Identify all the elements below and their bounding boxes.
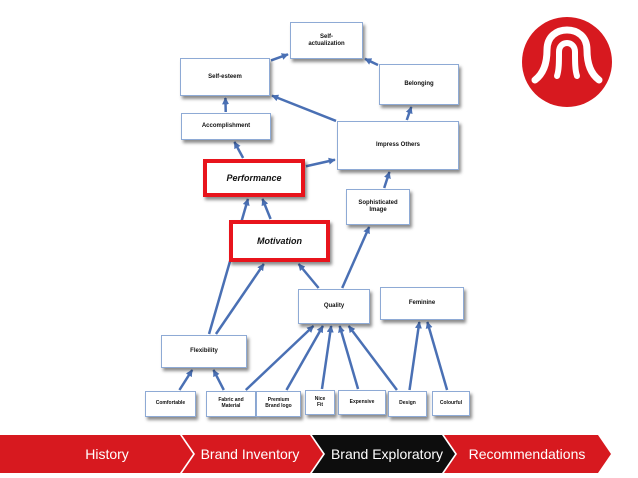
node-self-actualization: Self- actualization <box>290 22 363 59</box>
node-motivation-highlighted: Motivation <box>229 220 330 262</box>
node-quality: Quality <box>298 289 370 324</box>
edge-design-to-feminine <box>408 321 422 391</box>
node-sophisticated-image: Sophisticated Image <box>346 189 410 225</box>
lululemon-logo-icon <box>522 17 612 107</box>
edge-fabric-and-material-to-quality <box>244 325 315 391</box>
edge-flexibility-to-motivation <box>214 263 265 335</box>
edge-nice-fit-to-quality <box>320 325 334 390</box>
edge-sophisticated-image-to-impress-others <box>382 171 391 189</box>
nav-step-brand-exploratory[interactable]: Brand Exploratory <box>330 446 444 462</box>
node-feminine: Feminine <box>380 287 464 320</box>
edge-comfortable-to-flexibility <box>178 369 194 391</box>
edge-motivation-to-performance <box>261 198 272 220</box>
edge-performance-to-impress-others <box>305 157 336 168</box>
node-impress-others: Impress Others <box>337 121 459 170</box>
edge-premium-brand-logo-to-quality <box>285 325 324 391</box>
edge-colourful-to-feminine <box>425 321 449 391</box>
nav-step-recommendations[interactable]: Recommendations <box>468 446 586 462</box>
edge-belonging-to-self-actualization <box>364 57 379 67</box>
node-comfortable: Comfortable <box>145 391 196 417</box>
node-premium-brand-logo: Premium Brand logo <box>256 391 301 417</box>
node-accomplishment: Accomplishment <box>181 113 271 140</box>
node-self-esteem: Self-esteem <box>180 58 270 96</box>
edge-design-to-quality <box>347 325 398 391</box>
edge-impress-others-to-self-esteem <box>271 94 337 123</box>
edge-expensive-to-quality <box>338 325 360 390</box>
edge-quality-to-motivation <box>297 263 320 289</box>
node-performance-highlighted: Performance <box>203 159 305 197</box>
nav-step-brand-exploratory-shape[interactable] <box>312 435 455 473</box>
edge-quality-to-sophisticated-image <box>341 226 371 289</box>
node-colourful: Colourful <box>432 391 470 416</box>
nav-step-recommendations-shape[interactable] <box>444 435 611 473</box>
edge-self-esteem-to-self-actualization <box>270 53 289 62</box>
edge-impress-others-to-belonging <box>405 106 413 121</box>
nav-step-history[interactable]: History <box>85 446 129 462</box>
nav-step-history-shape[interactable] <box>0 435 193 473</box>
node-flexibility: Flexibility <box>161 335 247 368</box>
node-belonging: Belonging <box>379 64 459 105</box>
edge-fabric-and-material-to-flexibility <box>212 369 225 391</box>
node-design: Design <box>388 391 427 417</box>
edge-performance-to-accomplishment <box>233 141 245 159</box>
node-fabric-and-material: Fabric and Material <box>206 391 256 417</box>
nav-step-brand-inventory[interactable]: Brand Inventory <box>200 446 300 462</box>
navigation-bar <box>0 435 611 473</box>
node-expensive: Expensive <box>338 390 386 415</box>
node-nice-fit: Nice Fit <box>305 390 335 415</box>
nav-step-brand-inventory-shape[interactable] <box>182 435 323 473</box>
